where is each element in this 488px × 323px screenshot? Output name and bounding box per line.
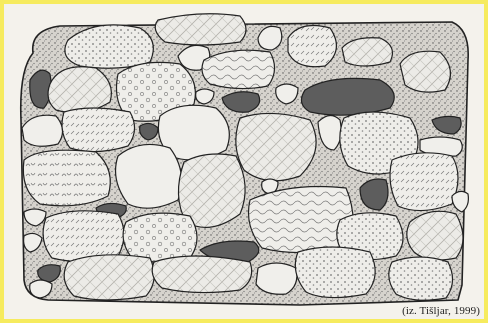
clast bbox=[342, 38, 392, 66]
clast bbox=[389, 257, 453, 300]
clast bbox=[390, 153, 458, 211]
clast bbox=[123, 213, 197, 262]
clast bbox=[43, 211, 124, 262]
clast bbox=[288, 26, 336, 67]
clast bbox=[295, 247, 375, 298]
clast bbox=[62, 108, 135, 152]
clast bbox=[400, 51, 450, 92]
clast bbox=[23, 150, 110, 206]
clast bbox=[64, 255, 154, 300]
clast bbox=[236, 113, 316, 180]
clast bbox=[116, 144, 182, 208]
clast bbox=[256, 263, 297, 294]
clast bbox=[155, 14, 246, 45]
clast bbox=[202, 50, 275, 88]
figure-caption: (iz. Tišljar, 1999) bbox=[402, 305, 480, 317]
clast bbox=[48, 67, 111, 113]
clast bbox=[152, 256, 251, 293]
clast bbox=[407, 211, 463, 260]
